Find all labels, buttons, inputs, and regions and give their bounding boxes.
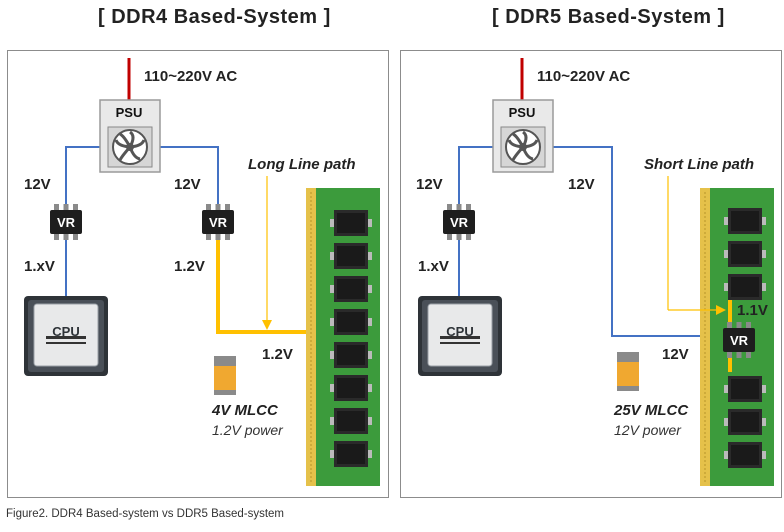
ddr5-vr-left-label: VR: [450, 215, 469, 230]
ddr5-wires: [458, 146, 726, 337]
ddr4-12v-left-label: 12V: [24, 176, 51, 193]
ddr5-mlcc-sub-label: 12V power: [614, 422, 681, 438]
ddr4-cpu-label: CPU: [52, 324, 79, 339]
ddr5-12v-left-label: 12V: [416, 176, 443, 193]
ddr4-vr-right-label: VR: [209, 215, 228, 230]
ddr5-ac-label: 110~220V AC: [537, 68, 631, 85]
ddr4-mlcc-sub-label: 1.2V power: [212, 422, 283, 438]
ddr4-mlcc-icon: [214, 356, 236, 395]
ddr4-mlcc-label: 4V MLCC: [212, 402, 278, 419]
ddr4-12v-dimm-label: 1.2V: [262, 346, 293, 363]
ddr4-dimm-module: [306, 188, 380, 486]
ddr5-11v-label: 1.1V: [737, 302, 768, 319]
ddr5-mlcc-icon: [617, 352, 639, 391]
ddr4-path-arrowhead: [262, 320, 272, 330]
figure-caption: Figure2. DDR4 Based-system vs DDR5 Based…: [6, 508, 284, 520]
ddr5-path-label: Short Line path: [644, 156, 754, 173]
ddr4-ac-label: 110~220V AC: [144, 68, 238, 85]
ddr4-psu-label: PSU: [116, 105, 143, 120]
ddr5-mlcc-label: 25V MLCC: [614, 402, 689, 419]
ddr5-dimm-module: [667, 176, 774, 486]
ddr4-long-line-path: [216, 240, 314, 334]
ddr4-path-label: Long Line path: [248, 156, 356, 173]
ddr4-vr-left-label: VR: [57, 215, 76, 230]
ddr4-wires: [65, 146, 219, 296]
ddr4-12v-right-label: 12V: [174, 176, 201, 193]
ddr4-title: [ DDR4 Based-System ]: [98, 6, 331, 28]
ddr5-1xv-label: 1.xV: [418, 258, 449, 275]
ddr5-12v-dimm-label: 12V: [662, 346, 689, 363]
ddr5-psu-label: PSU: [509, 105, 536, 120]
ddr5-cpu-label: CPU: [446, 324, 473, 339]
ddr4-1xv-label: 1.xV: [24, 258, 55, 275]
ddr5-title: [ DDR5 Based-System ]: [492, 6, 725, 28]
ddr4-12v-out-label: 1.2V: [174, 258, 205, 275]
ddr5-vr-dimm-label: VR: [730, 333, 749, 348]
ddr5-12v-right-label: 12V: [568, 176, 595, 193]
